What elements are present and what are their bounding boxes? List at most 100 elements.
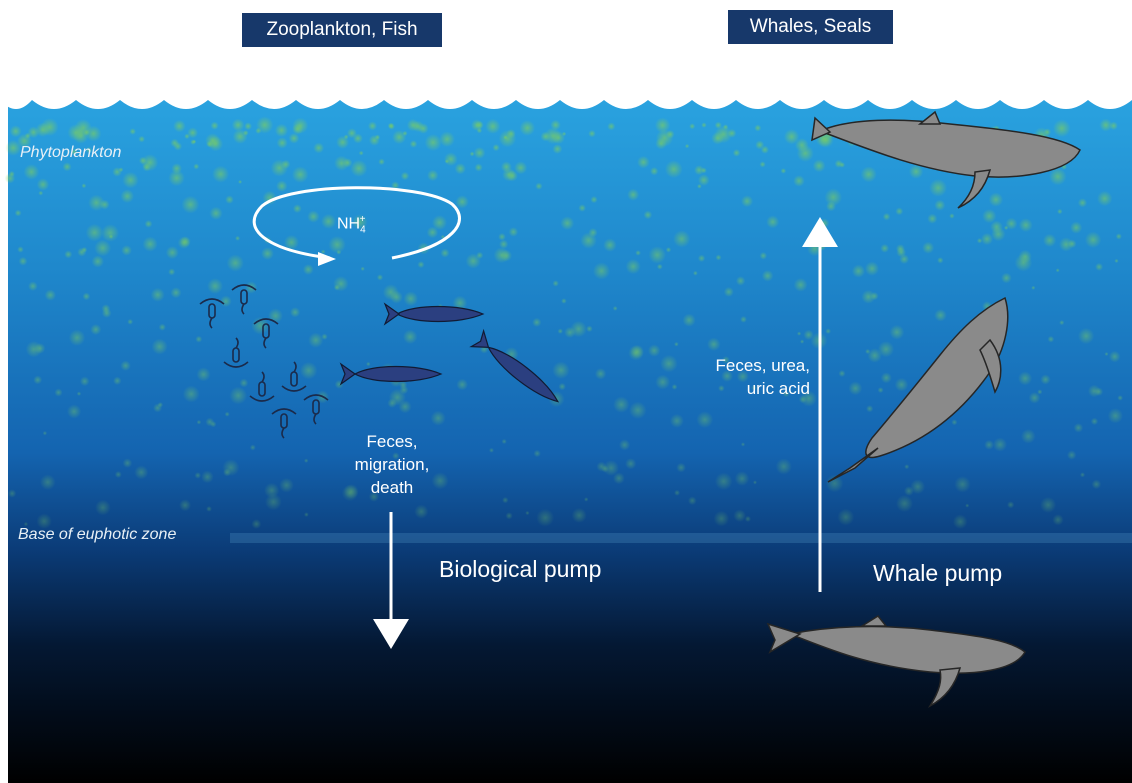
phytoplankton-speck [25, 133, 31, 139]
phytoplankton-speck [635, 250, 641, 256]
phytoplankton-speck [17, 246, 23, 252]
phytoplankton-speck [595, 368, 606, 379]
phytoplankton-speck [37, 178, 49, 190]
phytoplankton-speck [122, 172, 138, 188]
phytoplankton-speck [127, 319, 133, 325]
phytoplankton-speck [83, 293, 91, 301]
phytoplankton-speck [1048, 336, 1055, 343]
phytoplankton-speck [506, 512, 513, 519]
phytoplankton-speck [412, 121, 423, 132]
phytoplankton-speck [54, 388, 62, 396]
phytoplankton-speck [410, 140, 418, 148]
phytoplankton-speck [1004, 226, 1008, 230]
phytoplankton-speck [303, 264, 314, 275]
phytoplankton-speck [696, 411, 713, 428]
phytoplankton-speck [313, 143, 324, 154]
phytoplankton-speck [1007, 501, 1014, 508]
phytoplankton-speck [880, 244, 889, 253]
phytoplankton-speck [934, 309, 946, 321]
phytoplankton-speck [353, 133, 363, 143]
phytoplankton-speck [989, 192, 1003, 206]
phytoplankton-speck [1109, 122, 1118, 131]
phytoplankton-speck [10, 125, 22, 137]
phytoplankton-speck [723, 124, 729, 130]
phytoplankton-speck [895, 378, 909, 392]
phytoplankton-speck [444, 152, 458, 166]
phytoplankton-speck [861, 166, 877, 182]
phytoplankton-speck [520, 120, 536, 136]
phytoplankton-speck [1001, 273, 1012, 284]
phytoplankton-speck [762, 270, 774, 282]
phytoplankton-speck [252, 519, 262, 529]
phytoplankton-speck [229, 387, 247, 405]
phytoplankton-speck [502, 439, 507, 444]
phytoplankton-speck [698, 255, 705, 262]
phytoplankton-speck [672, 384, 678, 390]
euphotic-base-line [230, 533, 1132, 543]
phytoplankton-speck [182, 196, 200, 214]
phytoplankton-speck [657, 264, 663, 270]
phytoplankton-speck [804, 330, 814, 340]
phytoplankton-speck [377, 274, 383, 280]
caption-line: uric acid [680, 377, 810, 400]
phytoplankton-speck [152, 339, 168, 355]
phytoplankton-speck [1068, 240, 1077, 249]
phytoplankton-speck [439, 131, 455, 147]
phytoplankton-speck [388, 123, 395, 130]
phytoplankton-speck [1040, 497, 1056, 513]
phytoplankton-speck [895, 207, 903, 215]
phytoplankton-speck [290, 307, 300, 317]
phytoplankton-speck [336, 250, 341, 255]
phytoplankton-speck [649, 246, 666, 263]
phytoplankton-speck [666, 247, 671, 252]
phytoplankton-speck [644, 211, 653, 220]
phytoplankton-speck [715, 473, 733, 491]
phytoplankton-speck [211, 122, 219, 130]
phytoplankton-speck [619, 439, 630, 450]
phytoplankton-speck [475, 121, 483, 129]
phytoplankton-speck [145, 220, 153, 228]
phytoplankton-speck [425, 134, 442, 151]
phytoplankton-speck [910, 479, 925, 494]
phytoplankton-speck [1040, 374, 1050, 384]
phytoplankton-speck [268, 308, 283, 323]
phytoplankton-speck [489, 448, 494, 453]
phytoplankton-speck [949, 213, 954, 218]
phytoplankton-speck [8, 489, 16, 497]
phytoplankton-speck [532, 318, 541, 327]
phytoplankton-speck [86, 224, 104, 242]
phytoplankton-speck [1080, 472, 1085, 477]
phytoplankton-speck [1059, 320, 1064, 325]
phytoplankton-speck [766, 215, 779, 228]
phytoplankton-speck [369, 135, 380, 146]
phytoplankton-speck [656, 129, 673, 146]
phytoplankton-speck [1037, 389, 1042, 394]
phytoplankton-speck [673, 230, 690, 247]
phytoplankton-speck [179, 499, 191, 511]
phytoplankton-speck [292, 166, 309, 183]
phytoplankton-speck [993, 438, 1007, 452]
phytoplankton-speck [366, 362, 370, 366]
phytoplankton-speck [934, 200, 945, 211]
phytoplankton-speck [255, 128, 261, 134]
phytoplankton-speck [183, 386, 200, 403]
phytoplankton-speck [588, 130, 595, 137]
phytoplankton-speck [629, 402, 646, 419]
phytoplankton-speck [43, 431, 47, 435]
phytoplankton-speck [909, 164, 923, 178]
phytoplankton-speck [1031, 286, 1035, 290]
phytoplankton-speck [485, 119, 500, 134]
phytoplankton-speck [627, 189, 639, 201]
phytoplankton-speck [929, 179, 947, 197]
phytoplankton-speck [740, 316, 747, 323]
phytoplankton-speck [1067, 450, 1076, 459]
phytoplankton-speck [307, 211, 319, 223]
zooplankton-fish-label: Zooplankton, Fish [242, 13, 442, 47]
phytoplankton-speck [535, 183, 542, 190]
phytoplankton-speck [701, 167, 707, 173]
phytoplankton-speck [19, 257, 28, 266]
phytoplankton-speck [80, 377, 90, 387]
phytoplankton-speck [470, 151, 475, 156]
phytoplankton-speck [77, 392, 81, 396]
